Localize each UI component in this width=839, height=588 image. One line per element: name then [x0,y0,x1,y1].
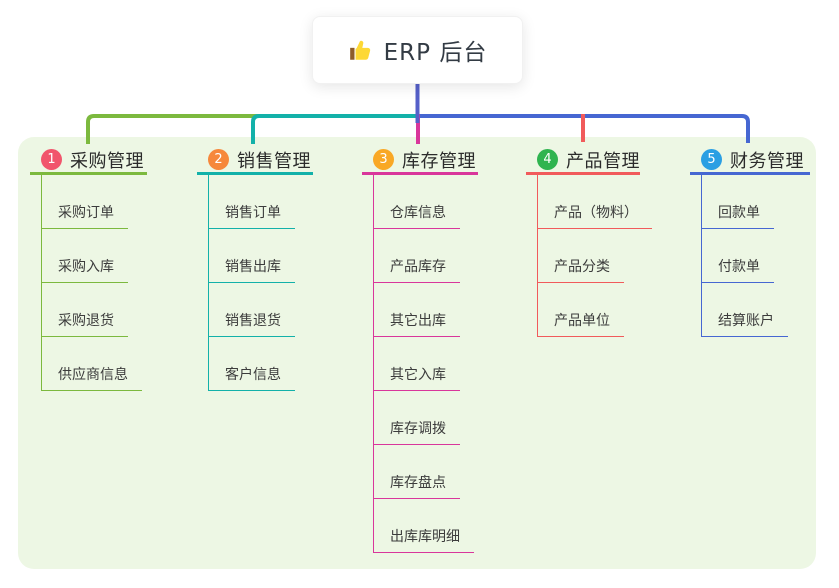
branch-item: 采购退货 [42,283,147,337]
item-label[interactable]: 其它出库 [374,310,460,337]
branch-item: 销售出库 [209,229,313,283]
root-node[interactable]: ERP 后台 [312,16,523,84]
item-label[interactable]: 产品（物料） [538,202,652,229]
branch-title: 采购管理 [70,150,144,172]
branch-header-finance[interactable]: 5 财务管理 [690,147,810,175]
branch-item: 产品单位 [538,283,640,337]
item-label[interactable]: 仓库信息 [374,202,460,229]
branch-item: 供应商信息 [42,337,147,391]
item-label[interactable]: 销售订单 [209,202,295,229]
branch-header-inventory[interactable]: 3 库存管理 [362,147,478,175]
item-label[interactable]: 销售出库 [209,256,295,283]
item-label[interactable]: 回款单 [702,202,774,229]
branch-product: 4 产品管理 产品（物料） 产品分类 产品单位 [526,147,652,337]
item-label[interactable]: 产品单位 [538,310,624,337]
item-label[interactable]: 供应商信息 [42,364,142,391]
branch-item: 库存盘点 [374,445,478,499]
branch-number-badge: 4 [537,149,558,170]
item-label[interactable]: 客户信息 [209,364,295,391]
branch-item: 采购订单 [42,175,147,229]
branch-sales-items: 销售订单 销售出库 销售退货 客户信息 [208,175,313,391]
item-label[interactable]: 采购退货 [42,310,128,337]
branch-title: 销售管理 [237,150,311,172]
item-label[interactable]: 出库库明细 [374,526,474,553]
item-label[interactable]: 付款单 [702,256,774,283]
branch-purchase: 1 采购管理 采购订单 采购入库 采购退货 供应商信息 [30,147,147,391]
root-title: ERP 后台 [383,40,488,66]
branch-item: 销售订单 [209,175,313,229]
item-label[interactable]: 销售退货 [209,310,295,337]
branch-number-badge: 2 [208,149,229,170]
branch-number-badge: 3 [373,149,394,170]
branch-item: 其它入库 [374,337,478,391]
branch-inventory-items: 仓库信息 产品库存 其它出库 其它入库 库存调拨 库存盘点 出库库明细 [373,175,478,553]
branch-item: 产品库存 [374,229,478,283]
branch-item: 采购入库 [42,229,147,283]
branch-title: 财务管理 [730,150,804,172]
branch-header-product[interactable]: 4 产品管理 [526,147,640,175]
branch-title: 库存管理 [402,150,476,172]
item-label[interactable]: 结算账户 [702,310,788,337]
branch-item: 付款单 [702,229,810,283]
branch-item: 回款单 [702,175,810,229]
item-label[interactable]: 产品分类 [538,256,624,283]
branch-number-badge: 1 [41,149,62,170]
branch-item: 结算账户 [702,283,810,337]
branch-title: 产品管理 [566,150,640,172]
branch-sales: 2 销售管理 销售订单 销售出库 销售退货 客户信息 [197,147,313,391]
branch-item: 其它出库 [374,283,478,337]
item-label[interactable]: 采购订单 [42,202,128,229]
branch-item: 仓库信息 [374,175,478,229]
item-label[interactable]: 采购入库 [42,256,128,283]
branch-header-sales[interactable]: 2 销售管理 [197,147,313,175]
branch-item: 产品（物料） [538,175,652,229]
branch-number-badge: 5 [701,149,722,170]
branch-item: 出库库明细 [374,499,478,553]
branch-item: 客户信息 [209,337,313,391]
branches-panel [18,137,816,569]
branch-inventory: 3 库存管理 仓库信息 产品库存 其它出库 其它入库 库存调拨 库存盘点 [362,147,478,553]
branch-item: 产品分类 [538,229,640,283]
item-label[interactable]: 库存调拨 [374,418,460,445]
branch-finance: 5 财务管理 回款单 付款单 结算账户 [690,147,810,337]
branch-item: 库存调拨 [374,391,478,445]
branch-purchase-items: 采购订单 采购入库 采购退货 供应商信息 [41,175,147,391]
thumbs-up-icon [349,40,370,60]
branch-header-purchase[interactable]: 1 采购管理 [30,147,147,175]
item-label[interactable]: 其它入库 [374,364,460,391]
branch-finance-items: 回款单 付款单 结算账户 [701,175,810,337]
branch-item: 销售退货 [209,283,313,337]
item-label[interactable]: 产品库存 [374,256,460,283]
item-label[interactable]: 库存盘点 [374,472,460,499]
branch-product-items: 产品（物料） 产品分类 产品单位 [537,175,652,337]
